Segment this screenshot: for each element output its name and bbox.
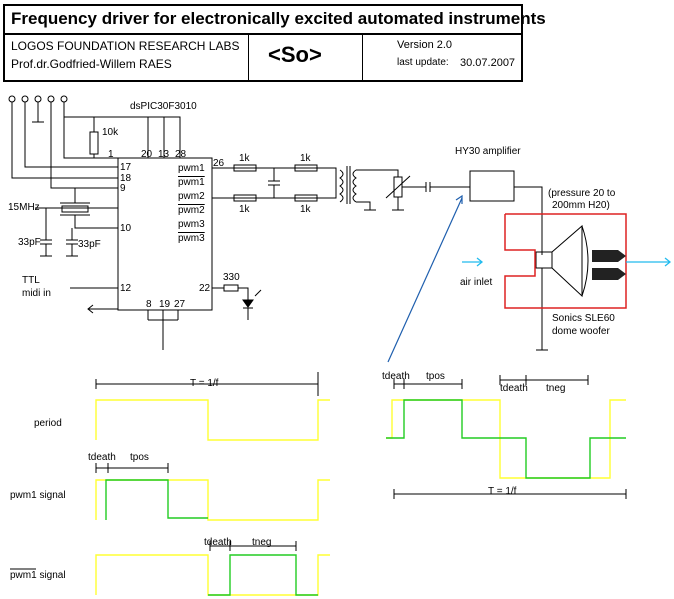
pin-9: 9 — [120, 183, 126, 194]
tneg-label: tneg — [252, 537, 272, 548]
port-lower — [592, 268, 626, 280]
pin-17: 17 — [120, 162, 132, 173]
air-inlet-label: air inlet — [460, 277, 493, 288]
author-name: Prof.dr.Godfried-Willem RAES — [11, 57, 172, 71]
chip-body — [117, 157, 213, 311]
title-box: Frequency driver for electronically exci… — [3, 4, 546, 35]
pressure-label-2: 200mm H20) — [552, 200, 610, 211]
cap-b-label: 33pF — [78, 239, 101, 250]
tpos-label: tpos — [130, 452, 149, 463]
res-1k-d: 1k — [300, 204, 311, 215]
res-10k: 10k — [102, 127, 119, 138]
pin-19: 19 — [159, 299, 171, 310]
page-title: Frequency driver for electronically exci… — [11, 9, 546, 28]
right-period-label: T = 1/f — [488, 486, 517, 497]
pin-22: 22 — [199, 283, 211, 294]
period-label: period — [34, 418, 62, 429]
pin-8: 8 — [146, 299, 152, 310]
pwm1bar-ref-wave — [95, 554, 330, 596]
pwm1-ref-wave — [95, 479, 330, 521]
logo-cell: <So> — [248, 35, 363, 80]
last-update-date: 30.07.2007 — [460, 57, 516, 69]
chip-name: dsPIC30F3010 — [130, 101, 197, 112]
pin-12: 12 — [120, 283, 132, 294]
right-tdeath-label: tdeath — [382, 371, 410, 382]
pin-13: 13 — [158, 149, 170, 160]
pwm1-signal-label: pwm1 signal — [10, 490, 66, 501]
pressure-label: (pressure 20 to — [548, 188, 616, 199]
cap-a-label: 33pF — [18, 237, 41, 248]
right-tpos-label: tpos — [426, 371, 445, 382]
pin-1: 1 — [108, 149, 114, 160]
amp-label: HY30 amplifier — [455, 146, 521, 157]
lab-cell: LOGOS FOUNDATION RESEARCH LABS Prof.dr.G… — [5, 35, 249, 80]
port-upper — [592, 250, 626, 262]
res-330: 330 — [223, 272, 240, 283]
right-pwm-wave — [386, 399, 626, 479]
right-tneg-label: tneg — [546, 383, 566, 394]
pwm1bar-wave — [208, 554, 318, 596]
pwm2-label: pwm2 — [178, 191, 205, 202]
pin-20: 20 — [141, 149, 153, 160]
info-box: LOGOS FOUNDATION RESEARCH LABS Prof.dr.G… — [3, 35, 523, 82]
pwm1-label: pwm1 — [178, 163, 205, 174]
midi-label: midi in — [22, 288, 51, 299]
tdeath-label: tdeath — [88, 452, 116, 463]
pin-28: 28 — [175, 149, 187, 160]
pwm3-label: pwm3 — [178, 219, 205, 230]
res-1k-a: 1k — [239, 153, 250, 164]
period-measure-label: T = 1/f — [190, 378, 219, 389]
last-update-label: last update: — [397, 57, 449, 68]
lab-name: LOGOS FOUNDATION RESEARCH LABS — [11, 39, 240, 53]
logo: <So> — [268, 42, 322, 67]
woofer-label-2: dome woofer — [552, 326, 610, 337]
pin-26: 26 — [213, 158, 225, 169]
tdeath-label-2: tdeath — [204, 537, 232, 548]
right-ref-wave — [386, 399, 626, 479]
enclosure-outline — [504, 213, 627, 309]
pwm1bar-signal-label: pwm1 signal — [10, 570, 66, 581]
pwm2-bar-label: pwm2 — [178, 205, 205, 216]
pwm1-bar-label: pwm1 — [178, 177, 205, 188]
ttl-label: TTL — [22, 275, 40, 286]
pin-18: 18 — [120, 173, 132, 184]
res-1k-c: 1k — [239, 204, 250, 215]
pwm3-bar-label: pwm3 — [178, 233, 205, 244]
pin-10: 10 — [120, 223, 132, 234]
version: Version 2.0 — [397, 39, 453, 51]
pwm1-wave — [105, 479, 208, 520]
pin-27: 27 — [174, 299, 186, 310]
period-wave — [95, 399, 330, 441]
crystal-label: 15MHz — [8, 202, 40, 213]
res-1k-b: 1k — [300, 153, 311, 164]
woofer-label-1: Sonics SLE60 — [552, 313, 615, 324]
right-tdeath-label-2: tdeath — [500, 383, 528, 394]
